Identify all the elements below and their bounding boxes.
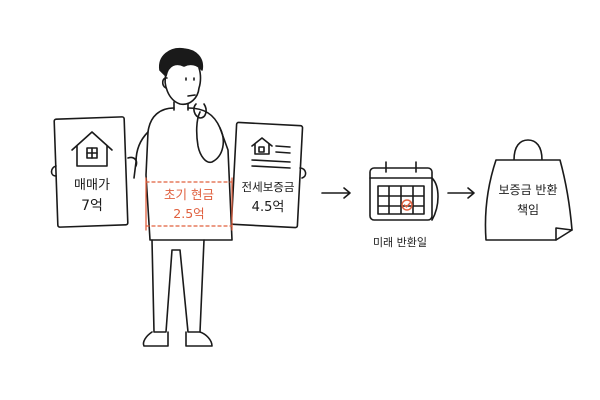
right-sign-label-line1: 전세보증금 bbox=[242, 180, 295, 194]
left-sign-hand-top bbox=[127, 156, 138, 167]
person-right-arm bbox=[195, 111, 225, 164]
document-house-icon bbox=[251, 137, 273, 155]
calendar-grid bbox=[377, 185, 425, 215]
person-thinking-hand bbox=[193, 103, 207, 119]
bag-handle bbox=[513, 139, 543, 161]
right-sign-hand bbox=[299, 167, 307, 179]
left-sign-frame bbox=[53, 116, 129, 228]
arrow-to-calendar bbox=[321, 187, 351, 199]
left-sign-label-line1: 매매가 bbox=[74, 178, 110, 193]
person-ear bbox=[161, 77, 168, 89]
person-face bbox=[164, 67, 202, 106]
left-sign-board bbox=[50, 116, 138, 228]
bag-icon bbox=[484, 139, 573, 241]
cash-label-line1: 초기 현금 bbox=[164, 187, 214, 202]
right-sign-frame bbox=[230, 121, 304, 229]
left-sign-hand-left bbox=[50, 165, 57, 177]
person-hair bbox=[159, 47, 204, 77]
arrow-to-bag bbox=[447, 187, 475, 199]
person-eyes bbox=[185, 77, 195, 81]
left-sign-label-line2: 7억 bbox=[81, 198, 103, 214]
calendar-rings bbox=[385, 161, 417, 173]
person-torso bbox=[145, 107, 233, 241]
right-sign-label-line2: 4.5억 bbox=[252, 200, 285, 215]
bag-corner-fold bbox=[555, 227, 573, 241]
house-icon bbox=[71, 131, 113, 167]
calendar-caption: 미래 반환일 bbox=[373, 235, 427, 249]
person-left-shoe bbox=[142, 331, 169, 347]
person-mouth bbox=[187, 94, 196, 97]
calendar-page-curl bbox=[431, 177, 439, 221]
person-right-shoe bbox=[185, 331, 213, 347]
person-legs bbox=[151, 239, 205, 333]
bag-label-line1: 보증금 반환 bbox=[498, 183, 557, 197]
cash-label-line2: 2.5억 bbox=[173, 206, 204, 221]
calendar-icon bbox=[369, 161, 439, 221]
person-illustration bbox=[133, 47, 233, 347]
initial-cash-marker bbox=[145, 177, 233, 231]
person-neck bbox=[173, 101, 189, 111]
document-lines bbox=[251, 145, 291, 169]
calendar-check-icon bbox=[401, 199, 413, 211]
right-sign-board bbox=[230, 121, 307, 229]
bag-label-line2: 책임 bbox=[517, 202, 539, 217]
